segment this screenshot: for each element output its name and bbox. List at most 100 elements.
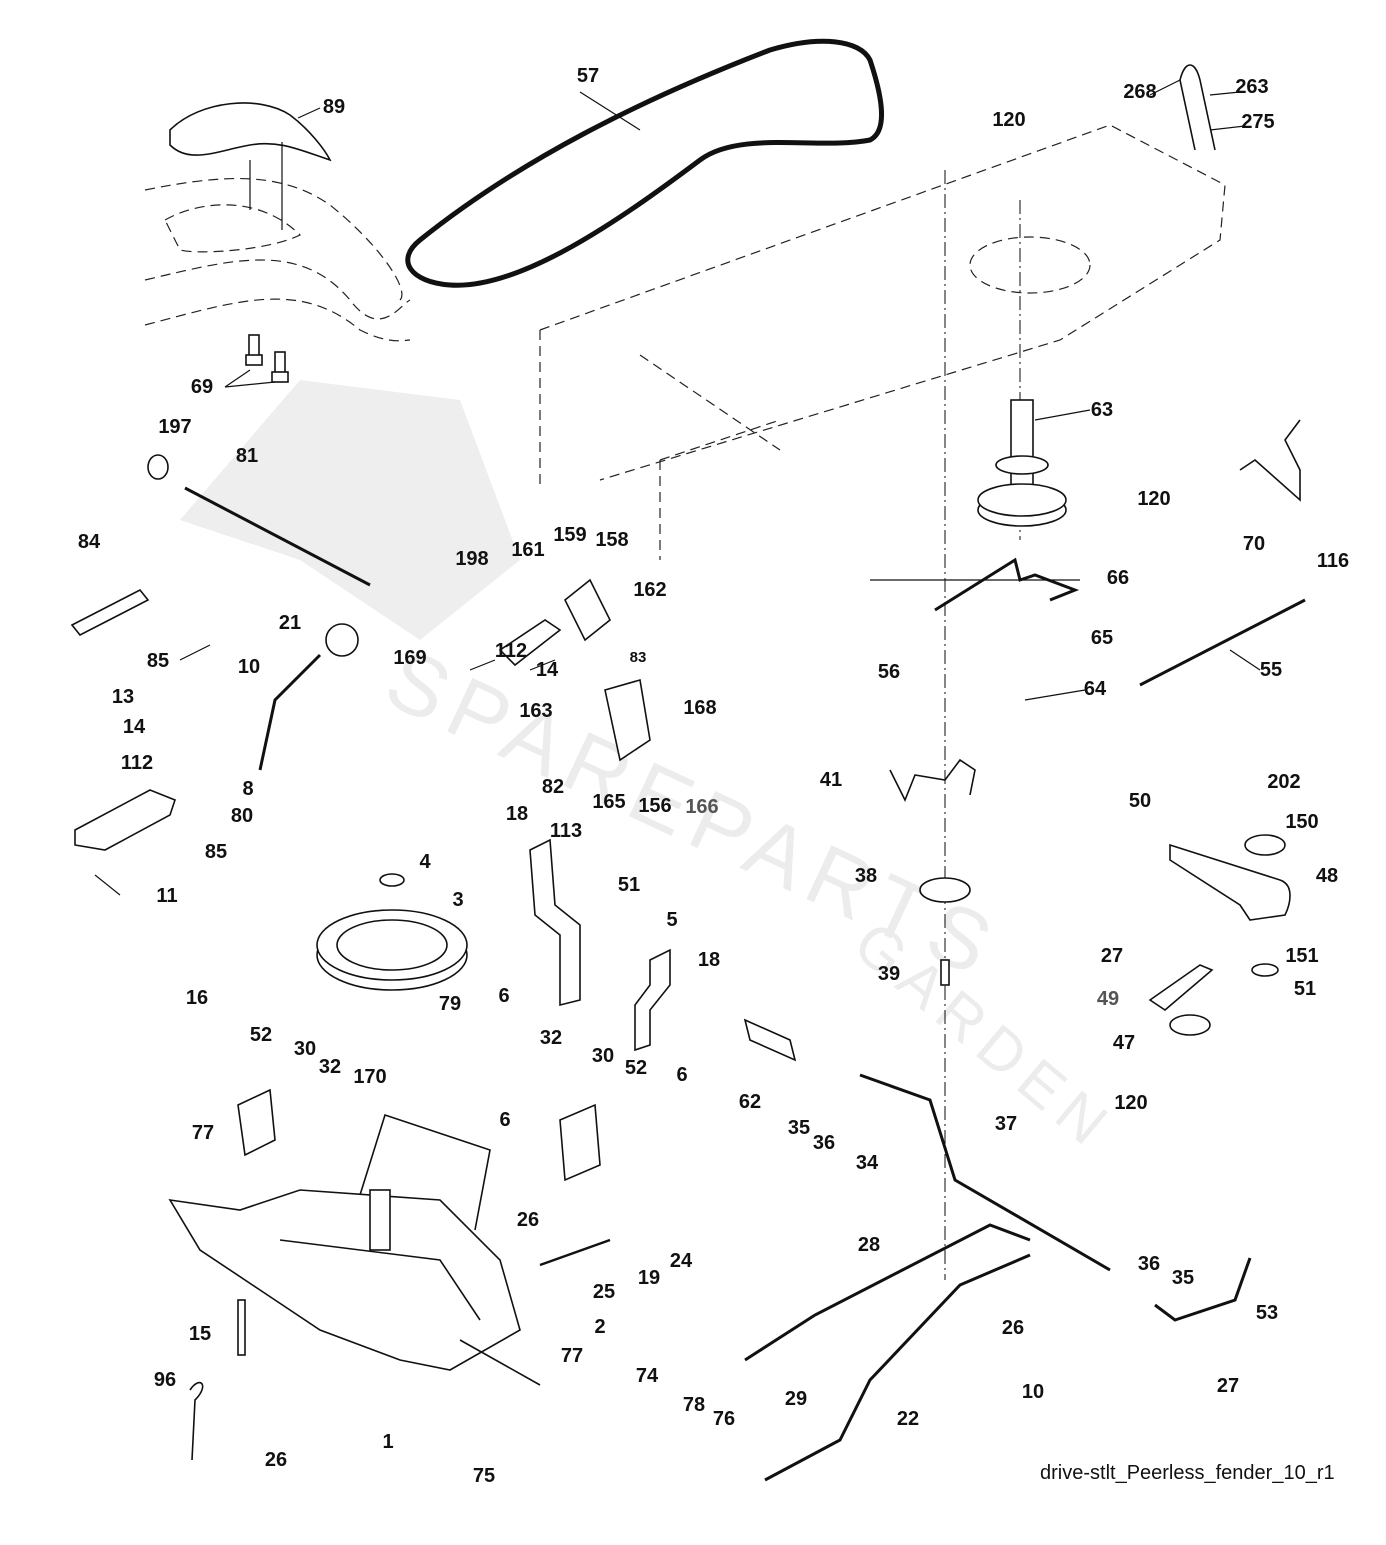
part-label-30[interactable]: 30 <box>592 1045 614 1067</box>
part-label-22[interactable]: 22 <box>897 1408 919 1430</box>
part-label-165[interactable]: 165 <box>592 791 625 813</box>
part-label-32[interactable]: 32 <box>319 1056 341 1078</box>
part-label-6[interactable]: 6 <box>676 1064 687 1086</box>
part-label-80[interactable]: 80 <box>231 805 253 827</box>
part-label-4[interactable]: 4 <box>419 851 431 873</box>
part-label-197[interactable]: 197 <box>158 416 191 438</box>
part-label-113[interactable]: 113 <box>550 820 582 842</box>
part-label-16[interactable]: 16 <box>186 987 208 1009</box>
part-label-268[interactable]: 268 <box>1123 81 1156 103</box>
part-label-24[interactable]: 24 <box>670 1250 693 1272</box>
part-label-112[interactable]: 112 <box>121 752 153 774</box>
part-label-34[interactable]: 34 <box>856 1152 879 1174</box>
part-label-18[interactable]: 18 <box>506 803 528 825</box>
part-label-170[interactable]: 170 <box>353 1066 386 1088</box>
part-label-35[interactable]: 35 <box>1172 1267 1194 1289</box>
part-label-198[interactable]: 198 <box>455 548 488 570</box>
part-label-159[interactable]: 159 <box>553 524 586 546</box>
part-label-62[interactable]: 62 <box>739 1091 761 1113</box>
part-label-263[interactable]: 263 <box>1235 76 1268 98</box>
part-label-202[interactable]: 202 <box>1267 771 1300 793</box>
part-label-63[interactable]: 63 <box>1091 399 1113 421</box>
part-label-19[interactable]: 19 <box>638 1267 660 1289</box>
part-label-48[interactable]: 48 <box>1316 865 1338 887</box>
part-label-10[interactable]: 10 <box>1022 1381 1044 1403</box>
part-label-156[interactable]: 156 <box>638 795 671 817</box>
part-label-51[interactable]: 51 <box>1294 978 1316 1000</box>
part-label-55[interactable]: 55 <box>1260 659 1282 681</box>
part-label-77[interactable]: 77 <box>192 1122 214 1144</box>
part-label-79[interactable]: 79 <box>439 993 461 1015</box>
part-label-96[interactable]: 96 <box>154 1369 176 1391</box>
part-label-51[interactable]: 51 <box>618 874 640 896</box>
part-label-29[interactable]: 29 <box>785 1388 807 1410</box>
part-label-52[interactable]: 52 <box>250 1024 272 1046</box>
part-label-47[interactable]: 47 <box>1113 1032 1135 1054</box>
part-label-89[interactable]: 89 <box>323 96 345 118</box>
part-label-66[interactable]: 66 <box>1107 567 1129 589</box>
part-label-27[interactable]: 27 <box>1101 945 1123 967</box>
part-label-5[interactable]: 5 <box>666 909 677 931</box>
part-label-161[interactable]: 161 <box>511 539 544 561</box>
part-label-82[interactable]: 82 <box>542 776 564 798</box>
part-label-163[interactable]: 163 <box>519 700 552 722</box>
part-label-11[interactable]: 11 <box>156 885 177 907</box>
part-label-84[interactable]: 84 <box>78 531 101 553</box>
part-label-21[interactable]: 21 <box>279 612 301 634</box>
part-label-35[interactable]: 35 <box>788 1117 810 1139</box>
part-label-75[interactable]: 75 <box>473 1465 495 1487</box>
part-label-70[interactable]: 70 <box>1243 533 1265 555</box>
part-label-1[interactable]: 1 <box>382 1431 393 1453</box>
part-label-81[interactable]: 81 <box>236 445 258 467</box>
part-label-3[interactable]: 3 <box>452 889 463 911</box>
part-label-6[interactable]: 6 <box>498 985 509 1007</box>
part-label-120[interactable]: 120 <box>1137 488 1170 510</box>
part-label-85[interactable]: 85 <box>147 650 169 672</box>
part-label-25[interactable]: 25 <box>593 1281 615 1303</box>
part-label-26[interactable]: 26 <box>517 1209 539 1231</box>
part-label-2[interactable]: 2 <box>594 1316 605 1338</box>
part-label-14[interactable]: 14 <box>536 659 559 681</box>
part-label-120[interactable]: 120 <box>1114 1092 1147 1114</box>
part-label-36[interactable]: 36 <box>1138 1253 1160 1275</box>
part-label-6[interactable]: 6 <box>499 1109 510 1131</box>
part-label-166[interactable]: 166 <box>685 796 718 818</box>
part-label-37[interactable]: 37 <box>995 1113 1017 1135</box>
part-label-69[interactable]: 69 <box>191 376 213 398</box>
part-label-38[interactable]: 38 <box>855 865 877 887</box>
part-label-41[interactable]: 41 <box>820 769 842 791</box>
part-label-10[interactable]: 10 <box>238 656 260 678</box>
part-label-14[interactable]: 14 <box>123 716 146 738</box>
part-label-56[interactable]: 56 <box>878 661 900 683</box>
part-label-53[interactable]: 53 <box>1256 1302 1278 1324</box>
part-label-162[interactable]: 162 <box>633 579 666 601</box>
part-label-39[interactable]: 39 <box>878 963 900 985</box>
part-label-27[interactable]: 27 <box>1217 1375 1239 1397</box>
part-label-26[interactable]: 26 <box>1002 1317 1024 1339</box>
part-label-65[interactable]: 65 <box>1091 627 1113 649</box>
part-label-18[interactable]: 18 <box>698 949 720 971</box>
part-label-64[interactable]: 64 <box>1084 678 1107 700</box>
part-label-120[interactable]: 120 <box>992 109 1025 131</box>
part-label-13[interactable]: 13 <box>112 686 134 708</box>
part-label-168[interactable]: 168 <box>683 697 716 719</box>
part-label-49[interactable]: 49 <box>1097 988 1119 1010</box>
part-label-150[interactable]: 150 <box>1285 811 1318 833</box>
part-label-76[interactable]: 76 <box>713 1408 735 1430</box>
part-label-74[interactable]: 74 <box>636 1365 659 1387</box>
part-label-26[interactable]: 26 <box>265 1449 287 1471</box>
part-label-77[interactable]: 77 <box>561 1345 583 1367</box>
part-label-85[interactable]: 85 <box>205 841 227 863</box>
part-label-30[interactable]: 30 <box>294 1038 316 1060</box>
part-label-83[interactable]: 83 <box>630 649 647 666</box>
part-label-112[interactable]: 112 <box>495 640 527 662</box>
part-label-36[interactable]: 36 <box>813 1132 835 1154</box>
part-label-78[interactable]: 78 <box>683 1394 705 1416</box>
part-label-169[interactable]: 169 <box>393 647 426 669</box>
part-label-28[interactable]: 28 <box>858 1234 880 1256</box>
part-label-15[interactable]: 15 <box>189 1323 211 1345</box>
part-label-8[interactable]: 8 <box>242 778 253 800</box>
part-label-52[interactable]: 52 <box>625 1057 647 1079</box>
part-label-116[interactable]: 116 <box>1317 550 1349 572</box>
part-label-158[interactable]: 158 <box>595 529 628 551</box>
